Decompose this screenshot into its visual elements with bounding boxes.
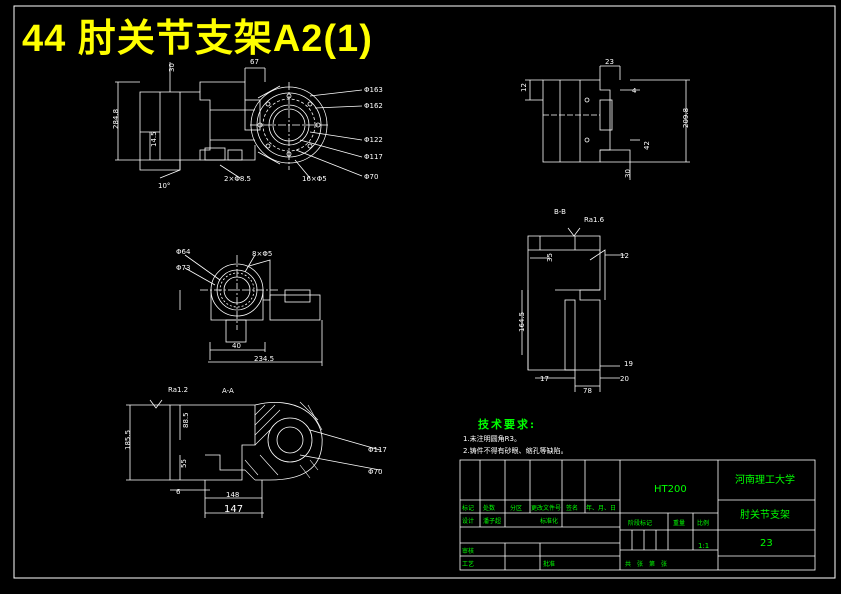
dim-30: 30: [168, 63, 176, 72]
drawing-border: [13, 5, 836, 579]
requirement-1: 1.未注明圆角R3。: [463, 435, 521, 443]
top-view: [179, 254, 323, 366]
dim-phi162: Φ162: [364, 102, 383, 110]
tb-audit: 审核: [462, 547, 474, 555]
dim-78: 78: [583, 387, 592, 395]
dim-12: 12: [520, 83, 528, 92]
dim-234: 234.5: [254, 355, 274, 363]
dim-phi64: Φ64: [176, 248, 191, 256]
dim-20: 20: [620, 375, 629, 383]
section-bb-view: [521, 227, 625, 392]
tb-part-name: 肘关节支架: [740, 508, 790, 521]
tb-r1-c2: 处数: [483, 504, 495, 512]
dim-35: 35: [546, 253, 554, 262]
tb-r1-c4: 更改文件号: [531, 504, 561, 512]
dim-185: 185.5: [124, 430, 132, 450]
tb-approve: 批准: [543, 560, 555, 568]
dim-2x: 2×Φ8.5: [224, 175, 251, 183]
drawing-title: 44 肘关节支架A2(1): [22, 18, 373, 60]
dim-30b: 30: [624, 169, 632, 178]
tb-ratio: 比例: [697, 519, 709, 527]
dim-phi117b: Φ117: [368, 446, 387, 454]
requirements-heading: 技术要求:: [478, 418, 537, 431]
dim-phi163: Φ163: [364, 86, 383, 94]
tb-r2-c4: 标准化: [540, 517, 558, 525]
dim-8x: 8×Φ5: [252, 250, 272, 258]
dimension-labels: 67 30 284.8 14.5 10° 2×Φ8.5 16×Φ5 Φ163 Φ…: [112, 58, 690, 515]
tb-r1-c3: 分区: [510, 504, 522, 512]
title-block-text: HT200 河南理工大学 肘关节支架 23 1:1 标记 处数 分区 更改文件号…: [462, 473, 795, 568]
dim-164: 164.5: [518, 312, 526, 332]
dim-6: 6: [176, 488, 181, 496]
tb-material: HT200: [654, 484, 687, 495]
dim-16x: 16×Φ5: [302, 175, 327, 183]
dim-67: 67: [250, 58, 259, 66]
tb-r1-c5: 签名: [566, 504, 578, 512]
tb-process: 工艺: [462, 560, 474, 568]
dim-88: 88.5: [182, 412, 190, 428]
tb-weight: 重量: [673, 519, 685, 527]
dim-19: 19: [624, 360, 633, 368]
dim-phi70: Φ70: [364, 173, 378, 181]
tb-r1-c1: 标记: [462, 504, 474, 512]
label-aa: A-A: [222, 387, 234, 395]
requirement-2: 2.铸件不得有砂眼、缩孔等缺陷。: [463, 447, 568, 455]
label-bb: B-B: [554, 208, 566, 216]
dim-55: 55: [180, 459, 188, 468]
tb-sheets: 共 张 第 张: [625, 560, 667, 568]
dim-phi70b: Φ70: [368, 468, 382, 476]
tb-scale: 1:1: [698, 542, 709, 550]
dim-ra16: Ra1.6: [584, 216, 605, 224]
dim-17: 17: [540, 375, 549, 383]
title-block: [459, 459, 816, 571]
tb-r2-c2: 潘子超: [483, 517, 501, 525]
tb-stage: 阶段标记: [628, 519, 652, 527]
tb-number: 23: [760, 538, 773, 549]
dim-40: 40: [232, 342, 241, 350]
side-view: [525, 65, 690, 180]
dim-147: 147: [224, 504, 243, 515]
dim-14-5: 14.5: [150, 131, 158, 147]
dim-42: 42: [643, 141, 651, 150]
dim-284-8: 284.8: [112, 109, 120, 129]
dim-ra12: Ra1.2: [168, 386, 188, 394]
dim-phi122: Φ122: [364, 136, 383, 144]
dim-209: 209.8: [682, 108, 690, 128]
dim-148: 148: [226, 491, 239, 499]
dim-4: 4: [632, 87, 637, 95]
dim-phi117: Φ117: [364, 153, 383, 161]
tb-r1-c6: 年、月、日: [586, 504, 616, 512]
tb-r2-c1: 设计: [462, 517, 474, 525]
dim-12b: 12: [620, 252, 629, 260]
dim-23: 23: [605, 58, 614, 66]
tb-school: 河南理工大学: [735, 473, 795, 486]
section-aa-view: [126, 399, 381, 518]
front-view: [115, 62, 363, 179]
dim-10deg: 10°: [158, 182, 170, 190]
dim-phi73: Φ73: [176, 264, 190, 272]
